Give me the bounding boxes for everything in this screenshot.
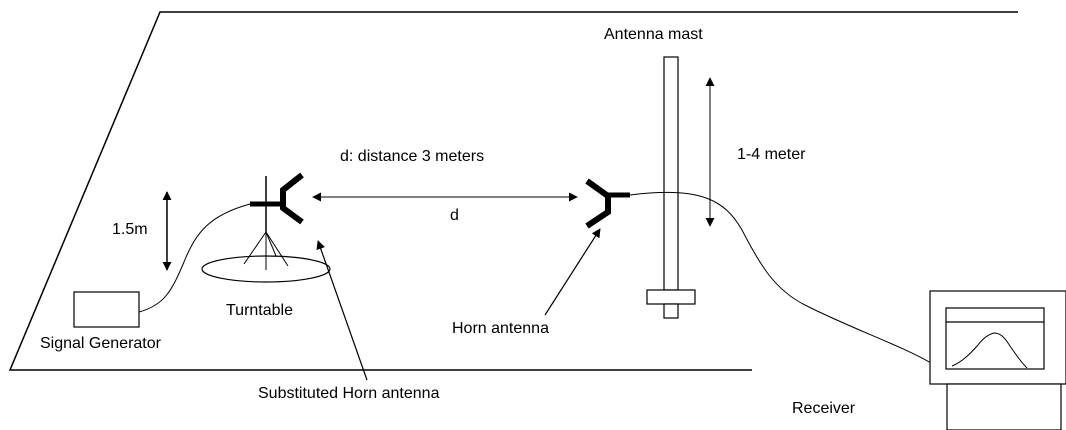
mast-foot [663, 303, 679, 319]
turntable [201, 255, 331, 283]
distance-title-label: d: distance 3 meters [340, 148, 485, 165]
substituted-horn-pointer [316, 240, 368, 381]
signal-generator-label: Signal Generator [40, 335, 161, 352]
horn-antenna-label: Horn antenna [452, 320, 549, 337]
substituted-horn-antenna-label: Substituted Horn antenna [258, 385, 440, 402]
ground-plane [8, 11, 1018, 371]
antenna-mast [663, 56, 679, 291]
receiver-label: Receiver [792, 400, 856, 417]
receiver-cable [629, 191, 932, 364]
antenna-mast-label: Antenna mast [604, 26, 703, 43]
receiver [929, 290, 1066, 430]
height-range-label: 1-4 meter [737, 146, 806, 163]
distance-symbol-label: d [450, 207, 459, 224]
turntable-label: Turntable [226, 302, 293, 319]
signal-generator [73, 291, 140, 328]
generator-cable [138, 203, 251, 313]
horn-antenna-pointer [544, 228, 601, 316]
substituted-horn-antenna [250, 172, 304, 232]
tripod [243, 231, 289, 270]
mast-base-plate [646, 289, 696, 305]
receiving-horn-antenna [585, 178, 630, 229]
receiver-spectrum-trace [951, 332, 1028, 369]
source-height-label: 1.5m [112, 221, 148, 238]
